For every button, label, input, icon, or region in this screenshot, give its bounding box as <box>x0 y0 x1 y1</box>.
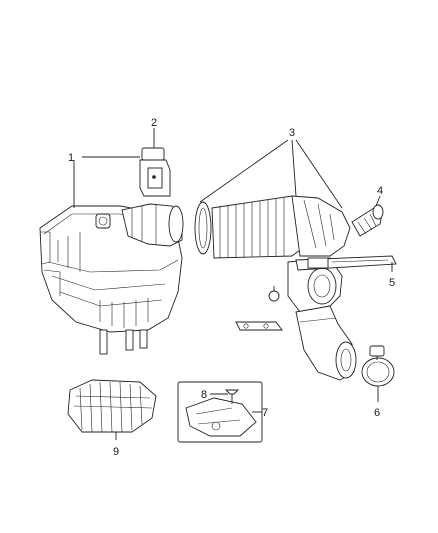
air-filter-element-icon <box>67 379 157 433</box>
callout-2: 2 <box>151 117 157 129</box>
callout-4: 4 <box>377 185 383 197</box>
callout-5: 5 <box>389 277 395 289</box>
callout-6: 6 <box>374 407 380 419</box>
callout-8: 8 <box>201 389 207 401</box>
callout-7: 7 <box>262 407 268 419</box>
push-pin-icon <box>224 389 240 404</box>
hose-clamp-icon <box>361 345 395 387</box>
air-inlet-duct-icon <box>194 195 357 381</box>
leader-line-3c <box>295 139 343 209</box>
air-cleaner-housing-icon <box>39 203 184 355</box>
callout-9: 9 <box>113 446 119 458</box>
connector-fitting-icon <box>351 204 384 237</box>
callout-labels: 1 2 3 4 5 6 7 8 9 <box>68 117 395 458</box>
mass-airflow-sensor-icon <box>139 147 171 197</box>
callout-3: 3 <box>289 127 295 139</box>
hose-clamp-strap-icon <box>295 255 397 271</box>
callout-1: 1 <box>68 152 74 164</box>
leader-lines <box>73 128 393 440</box>
leader-line-4 <box>375 195 381 207</box>
leader-line-3b <box>291 139 297 197</box>
leader-line-3a <box>199 139 289 203</box>
bracket-kit-icon <box>177 381 263 443</box>
